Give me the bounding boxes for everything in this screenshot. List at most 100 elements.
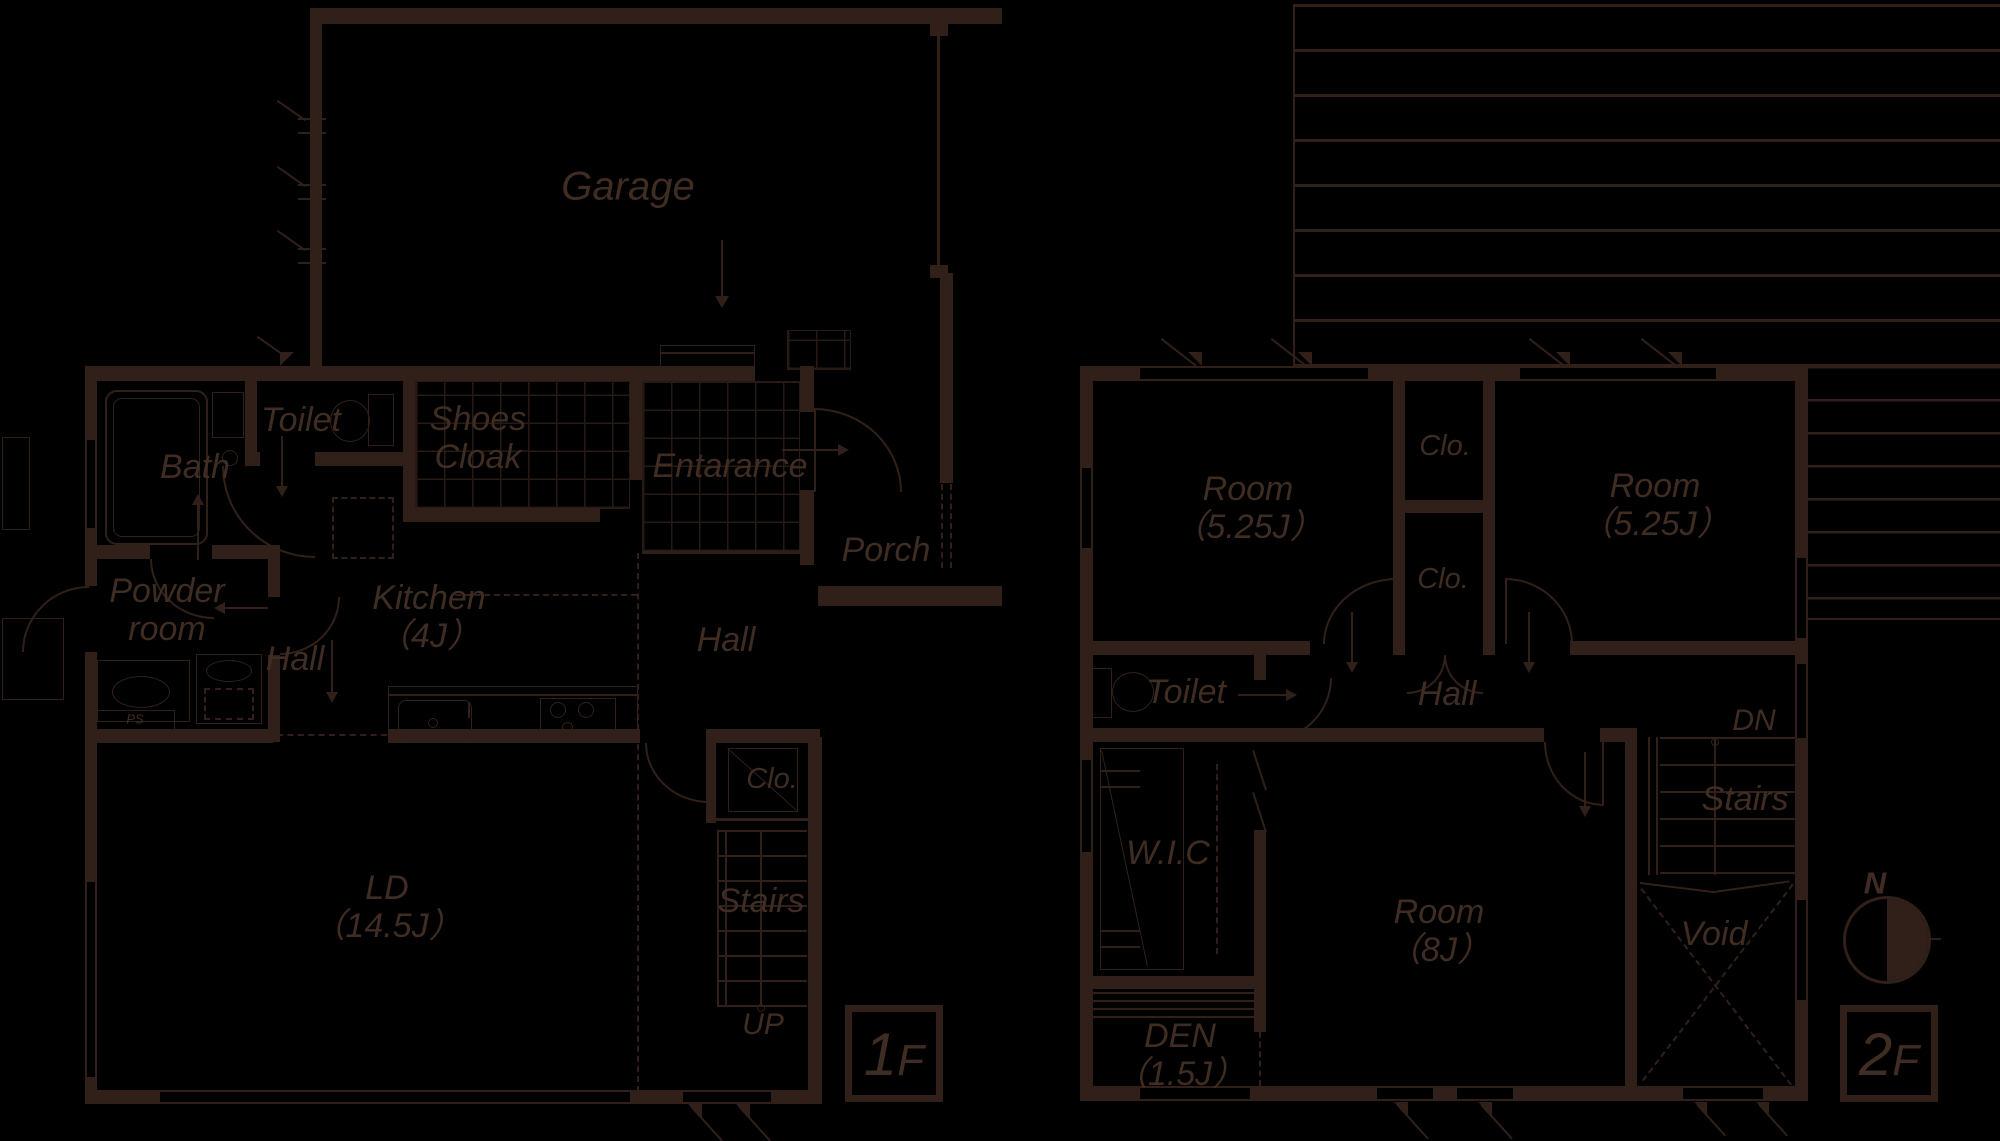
arrow-head <box>1346 662 1358 673</box>
washer-oval <box>206 660 252 682</box>
toilet-tank <box>368 394 394 446</box>
vent-tick <box>298 262 326 264</box>
stairs-center-line <box>1714 737 1716 875</box>
room-8j-label: Room （8J） <box>1387 892 1491 969</box>
den-shelf-line <box>1093 1016 1254 1018</box>
entrance-label: Entarance <box>652 446 808 485</box>
garage-wall-left <box>310 8 322 375</box>
room8-door-arc <box>1544 742 1604 806</box>
shutter-flag <box>1694 1102 1707 1115</box>
stairs-start-dot <box>757 1004 765 1012</box>
stairs-label-2f: Stairs <box>1701 779 1789 818</box>
f2-window-top-left <box>1140 366 1368 381</box>
toilet-bottom-wall <box>315 452 415 466</box>
hall-arrow-line <box>331 640 333 694</box>
porch-dashed-edge <box>941 484 943 568</box>
den-shelf-line <box>1093 1008 1254 1010</box>
vent-tick-diag <box>276 100 306 122</box>
powder-arrow-line <box>224 607 268 609</box>
f1-wall-right-corridor <box>808 737 822 1104</box>
ld-window-bottom <box>160 1090 630 1104</box>
toilet-bottom-wall <box>245 452 260 466</box>
arrow-line <box>1351 612 1353 664</box>
powder-basin <box>112 676 170 708</box>
shoescloak-label: Shoes Cloak <box>429 399 527 476</box>
arrow-head <box>1523 662 1535 673</box>
f2-toilet-bowl <box>1112 672 1154 712</box>
clo-divider <box>1393 500 1495 513</box>
stairs-treads-2f <box>1660 737 1795 875</box>
powder-entry-door-arc <box>22 586 89 652</box>
entrance-hall-edge <box>642 551 800 554</box>
arrow-head <box>1579 806 1591 817</box>
shutter-flag <box>688 1104 702 1118</box>
ld-label: LD （14.5J） <box>311 868 463 945</box>
stove-burner <box>578 702 594 718</box>
den-right-wall <box>1254 988 1266 1032</box>
f2-window-bottom-room8a <box>1377 1086 1433 1101</box>
garage-door-post-top <box>930 23 948 36</box>
f2-window-right-hall <box>1795 664 1808 738</box>
wic-dashed-rail <box>1216 764 1218 954</box>
hall-right-label: Hall <box>696 620 756 659</box>
wic-fold-door <box>1252 750 1267 791</box>
powder-arrow-head <box>214 602 225 614</box>
hall-left-label: Hall <box>265 639 325 678</box>
f2-rooms-hall-wall <box>1570 641 1795 655</box>
bath-toilet-divider <box>245 366 257 462</box>
porch-step-bar <box>818 586 1002 606</box>
wic-tick <box>1100 946 1140 948</box>
hall-ld-opening-dashed <box>277 734 387 736</box>
room-right-label: Room （5.25J） <box>1579 466 1731 543</box>
shutter-flag <box>1188 352 1202 366</box>
kitchen-counter-dashed <box>455 594 637 596</box>
bathtub <box>105 390 208 545</box>
stairs-label-1f: Stairs <box>717 881 805 920</box>
ps-box <box>95 710 175 730</box>
vent-tick-diag <box>276 166 306 188</box>
bath-bottom-wall <box>85 545 150 559</box>
f2-wall-bottom <box>1080 1086 1808 1101</box>
bath-window-bay <box>2 437 30 530</box>
roof-hatch-right <box>1808 366 2000 620</box>
bath-arrow-head <box>192 494 204 505</box>
roof-hatch-top <box>1293 4 2000 366</box>
room-left-door-arc <box>1323 578 1397 644</box>
den-shelf-line <box>1093 992 1254 994</box>
stove-burner <box>562 722 573 733</box>
stove-burner <box>550 702 566 718</box>
powder-right-wall <box>268 655 280 742</box>
ps-label: PS <box>126 711 144 727</box>
f1-entrance-porch-divider-top <box>800 366 814 412</box>
garage-door-line <box>937 34 940 268</box>
arrow-head <box>1286 689 1297 701</box>
wic-tick <box>1100 786 1140 788</box>
compass-north-label: N <box>1863 865 1887 901</box>
stairs-rail <box>1656 737 1658 875</box>
den-right-dashed <box>1259 1032 1261 1086</box>
f2-window-right-void <box>1795 900 1808 1000</box>
arrow-line <box>1584 752 1586 808</box>
arrow-line <box>1528 612 1530 664</box>
stairs-treads-1f <box>717 830 807 1007</box>
bathtub-inner <box>113 398 200 537</box>
f2-toilet-right-wall <box>1254 655 1266 680</box>
closet-shelf-line <box>706 818 808 821</box>
shoescloak-tile-floor <box>415 381 630 509</box>
wic-tick <box>1100 930 1140 932</box>
f2-window-bottom-void <box>1683 1086 1763 1101</box>
vent-tick <box>298 184 326 186</box>
vent-tick <box>298 118 326 120</box>
room-left-label: Room （5.25J） <box>1172 469 1324 546</box>
f1-wall-top-entrance <box>645 366 755 381</box>
vent-tick <box>298 248 326 250</box>
shutter-flag <box>1298 352 1312 366</box>
kitchen-counter <box>388 686 638 742</box>
garage-wall-top <box>310 8 1002 24</box>
ld-top-wall <box>97 729 273 743</box>
stairs-break-line <box>1714 880 1790 893</box>
bath-bottom-wall <box>212 545 280 559</box>
closet-lower-label: Clo. <box>1417 562 1469 595</box>
shoescloak-bottom-wall <box>403 508 600 522</box>
entry-arrow-head <box>715 296 729 308</box>
